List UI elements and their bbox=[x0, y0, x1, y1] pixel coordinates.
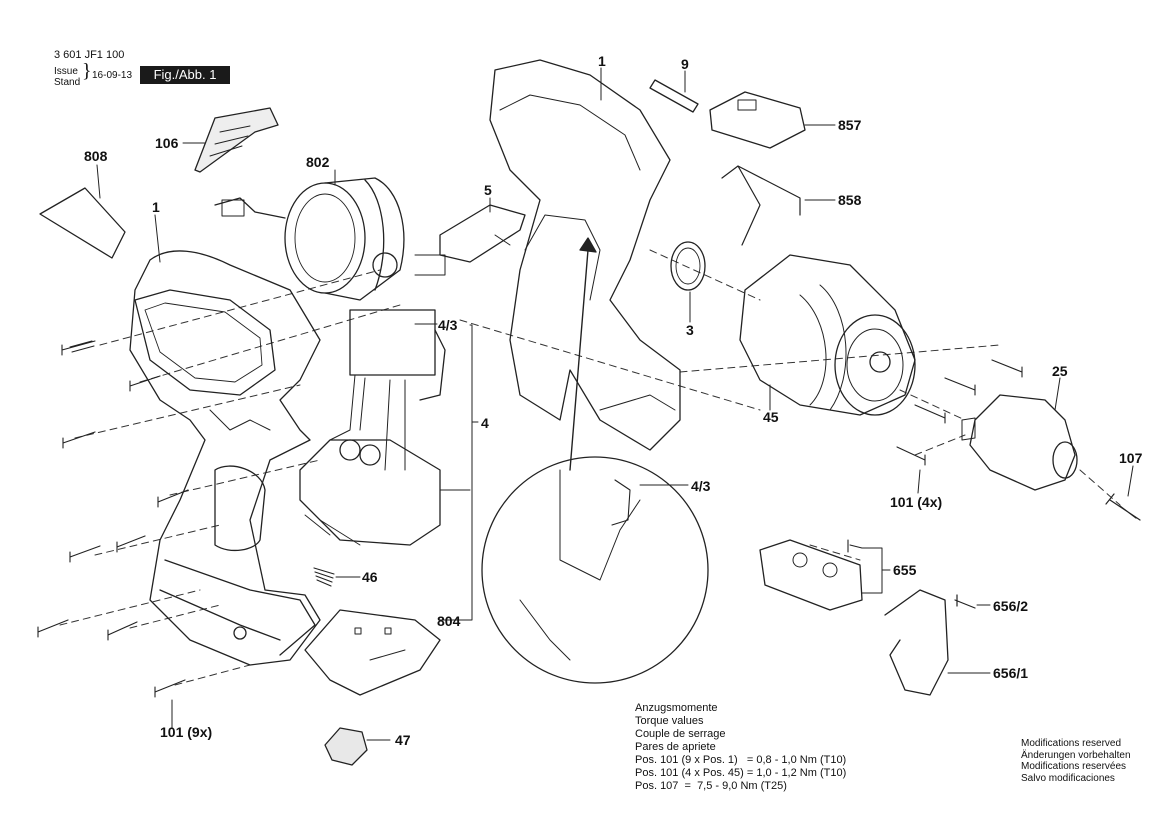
callout-808: 808 bbox=[84, 148, 108, 164]
chuck-25 bbox=[961, 394, 1078, 491]
callout-1-left: 1 bbox=[152, 199, 160, 215]
callout-106: 106 bbox=[155, 135, 179, 151]
issue-label: Issue bbox=[54, 66, 78, 77]
housing-half-left bbox=[129, 250, 321, 666]
motor-802 bbox=[214, 177, 446, 301]
wire-clip-858 bbox=[721, 165, 801, 246]
torque-title-de: Anzugsmomente bbox=[635, 702, 718, 714]
figure-label: Fig./Abb. 1 bbox=[140, 66, 230, 84]
battery-contact-plate-804 bbox=[304, 609, 441, 696]
detail-zoom-circle bbox=[481, 237, 709, 684]
electronics-module-4 bbox=[299, 309, 446, 546]
torque-row-101-9x: Pos. 101 (9 x Pos. 1) = 0,8 - 1,0 Nm (T1… bbox=[635, 754, 847, 766]
part-number: 3 601 JF1 100 bbox=[54, 49, 125, 61]
modifications-block: Modifications reserved Änderungen vorbeh… bbox=[1021, 738, 1131, 784]
callout-804: 804 bbox=[437, 613, 461, 629]
screw-656-2 bbox=[954, 594, 976, 609]
cover-5 bbox=[439, 204, 526, 263]
nameplate-106 bbox=[194, 107, 279, 173]
knob-47 bbox=[324, 727, 368, 766]
callout-47: 47 bbox=[395, 732, 411, 748]
switch-cover-857 bbox=[709, 91, 806, 149]
brace: } bbox=[82, 60, 92, 82]
callout-802: 802 bbox=[306, 154, 330, 170]
callout-101-9x: 101 (9x) bbox=[160, 724, 213, 740]
callout-4-3-lower: 4/3 bbox=[691, 478, 711, 494]
modifications-fr: Modifications reservées bbox=[1021, 761, 1127, 772]
torque-title-en: Torque values bbox=[635, 715, 704, 727]
callout-858: 858 bbox=[838, 192, 862, 208]
screws-101-left bbox=[37, 340, 189, 698]
torque-title-es: Pares de apriete bbox=[635, 741, 716, 753]
callout-107: 107 bbox=[1119, 450, 1143, 466]
torque-row-107: Pos. 107 = 7,5 - 9,0 Nm (T25) bbox=[635, 780, 787, 792]
screws-101-right bbox=[896, 359, 1023, 466]
bit-holder-655 bbox=[759, 539, 863, 611]
callout-101-4x: 101 (4x) bbox=[890, 494, 943, 510]
modifications-de: Änderungen vorbehalten bbox=[1021, 749, 1131, 761]
modifications-en: Modifications reserved bbox=[1021, 738, 1122, 749]
callout-1-top: 1 bbox=[598, 53, 606, 69]
callout-5: 5 bbox=[484, 182, 492, 198]
belt-hook-656-1 bbox=[884, 589, 949, 696]
ring-3 bbox=[670, 241, 706, 291]
modifications-es: Salvo modificaciones bbox=[1021, 772, 1115, 784]
leader-lines bbox=[96, 67, 1134, 741]
stand-label: Stand bbox=[54, 77, 81, 88]
label-plate-808 bbox=[39, 187, 126, 259]
callout-4: 4 bbox=[481, 415, 489, 431]
callout-25: 25 bbox=[1052, 363, 1068, 379]
issue-date: 16-09-13 bbox=[92, 70, 133, 81]
torque-title-fr: Couple de serrage bbox=[635, 728, 726, 740]
callout-857: 857 bbox=[838, 117, 862, 133]
callout-655: 655 bbox=[893, 562, 917, 578]
spring-46 bbox=[313, 567, 335, 587]
housing-half-right bbox=[489, 59, 681, 451]
callout-9: 9 bbox=[681, 56, 689, 72]
callout-656-1: 656/1 bbox=[993, 665, 1029, 681]
torque-row-101-4x: Pos. 101 (4 x Pos. 45) = 1,0 - 1,2 Nm (T… bbox=[635, 767, 847, 779]
callout-3: 3 bbox=[686, 322, 694, 338]
callout-45: 45 bbox=[763, 409, 779, 425]
torque-values-block: Anzugsmomente Torque values Couple de se… bbox=[635, 702, 846, 793]
screw-107 bbox=[1105, 493, 1141, 521]
callout-4-3-upper: 4/3 bbox=[438, 317, 458, 333]
sticker-9 bbox=[649, 79, 699, 113]
gearbox-45 bbox=[739, 254, 916, 416]
callout-656-2: 656/2 bbox=[993, 598, 1029, 614]
assembly-dash-lines bbox=[59, 249, 1121, 686]
callout-46: 46 bbox=[362, 569, 378, 585]
nameplate-slots bbox=[209, 125, 251, 157]
